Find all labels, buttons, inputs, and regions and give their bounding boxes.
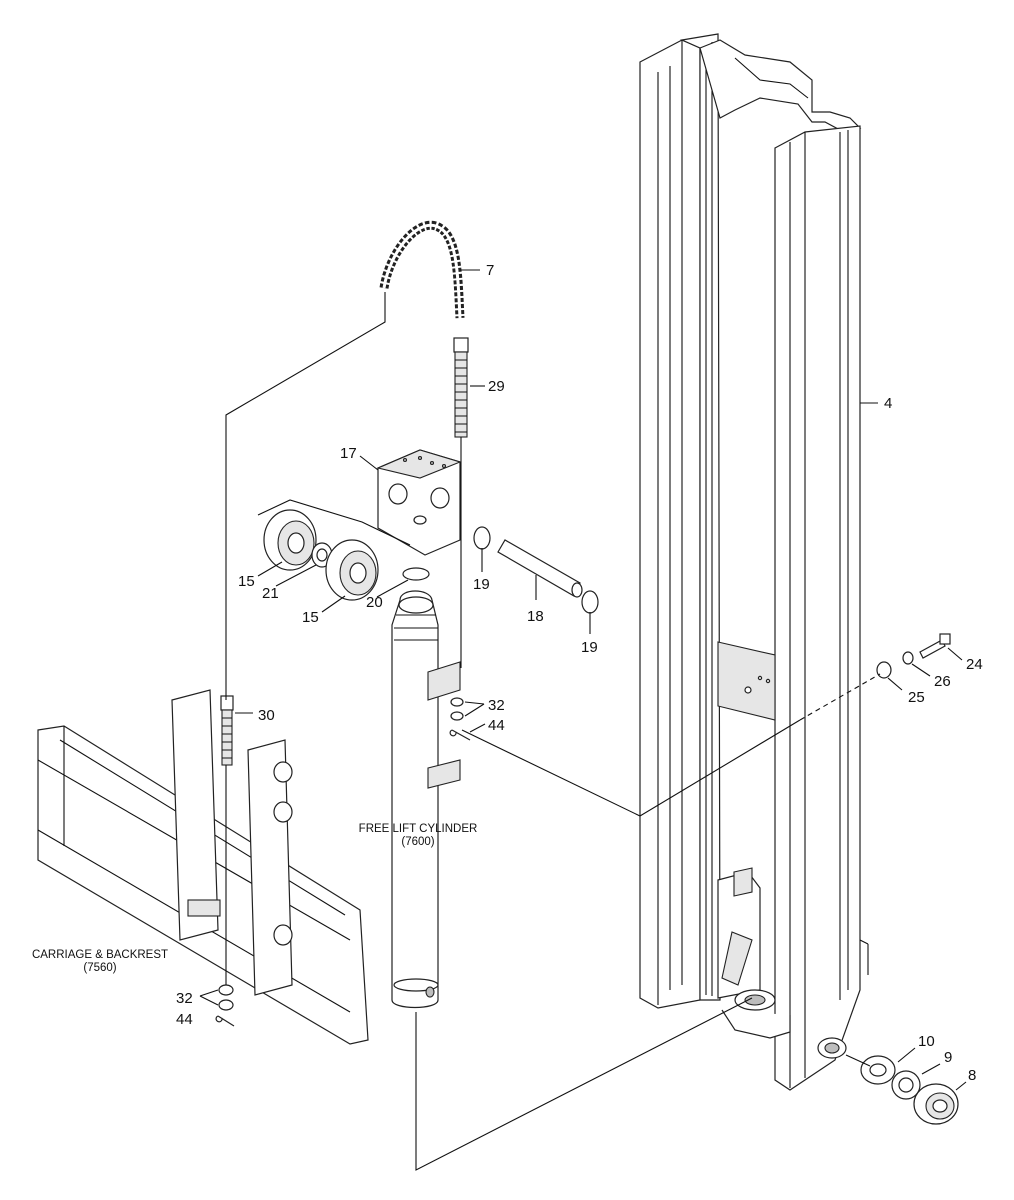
callout-17: 17 (340, 445, 357, 462)
callout-32-upper: 32 (488, 697, 505, 714)
callout-9: 9 (944, 1049, 952, 1066)
sheave-right (325, 539, 379, 601)
cotter-pin-lower (215, 1015, 235, 1027)
callout-29: 29 (488, 378, 505, 395)
sheave-bracket (376, 449, 462, 556)
free-lift-cylinder-ref: (7600) (401, 836, 434, 848)
callout-44-upper: 44 (488, 717, 505, 734)
lock-washer-26 (902, 651, 914, 665)
callout-21: 21 (262, 585, 279, 602)
carriage-backrest (37, 689, 369, 1045)
assembly-lines (225, 292, 881, 1171)
callout-4: 4 (884, 395, 892, 412)
lift-chain (379, 220, 465, 319)
callout-7: 7 (486, 262, 494, 279)
bolt-24 (919, 633, 951, 659)
callout-26: 26 (934, 673, 951, 690)
retaining-ring-19a (473, 526, 491, 550)
snap-ring-20 (402, 567, 430, 581)
chain-anchor-30 (220, 695, 234, 766)
callout-24: 24 (966, 656, 983, 673)
carriage-backrest-ref: (7560) (83, 962, 116, 974)
callout-44-lower: 44 (176, 1011, 193, 1028)
callout-15-left: 15 (238, 573, 255, 590)
cotter-pin-upper (449, 729, 471, 741)
callout-25: 25 (908, 689, 925, 706)
washer-25 (876, 661, 892, 679)
leader-lines (199, 269, 967, 1091)
callout-30: 30 (258, 707, 275, 724)
callout-8: 8 (968, 1067, 976, 1084)
callout-19-left: 19 (473, 576, 490, 593)
roller-bearing-8 (913, 1083, 959, 1125)
callout-19-right: 19 (581, 639, 598, 656)
sheave-shaft (497, 539, 583, 598)
callout-15-right: 15 (302, 609, 319, 626)
sheave-left (263, 509, 317, 571)
retaining-ring-19b (581, 590, 599, 614)
callout-10: 10 (918, 1033, 935, 1050)
callout-20: 20 (366, 594, 383, 611)
nuts-upper (450, 697, 464, 721)
free-lift-cylinder (391, 590, 461, 1009)
mast-channel (639, 33, 869, 1091)
nuts-lower (218, 984, 234, 1011)
callout-32-lower: 32 (176, 990, 193, 1007)
free-lift-cylinder-title: FREE LIFT CYLINDER (359, 823, 478, 835)
chain-anchor-bolt (453, 337, 469, 438)
carriage-backrest-title: CARRIAGE & BACKREST (32, 949, 168, 961)
callout-18: 18 (527, 608, 544, 625)
